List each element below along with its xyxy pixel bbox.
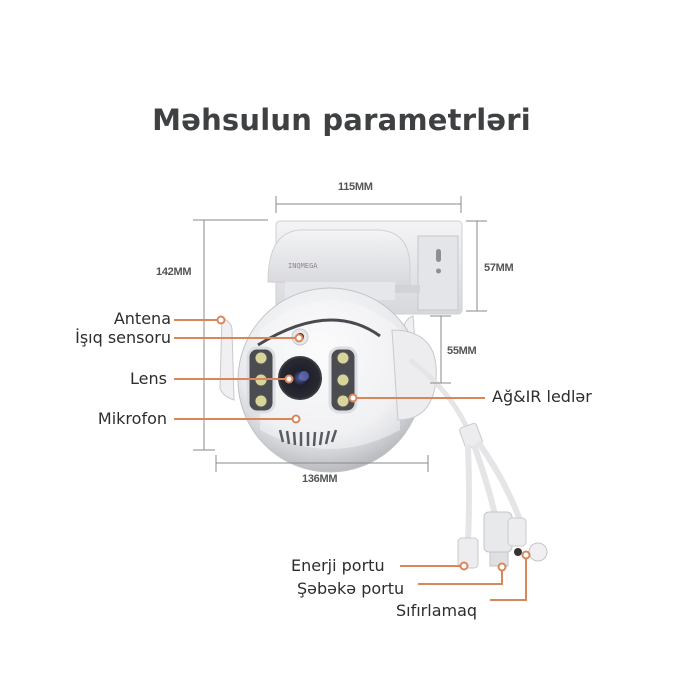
page-title: Məhsulun parametrləri [152,103,531,137]
label-antenna: Antena [113,309,171,328]
label-light-sensor: İşıq sensoru [75,328,171,347]
dimension-bottom-width: 136MM [302,473,338,485]
dimension-top-width: 115MM [338,181,373,193]
label-network-port: Şəbəkə portu [297,579,405,598]
dimension-dome-gap: 55MM [447,345,477,357]
label-power-port: Enerji portu [291,556,385,575]
label-leds: Ağ&IR ledlər [492,387,592,406]
svg-text:INQMEGA: INQMEGA [288,262,318,270]
label-lens: Lens [130,369,167,388]
dimension-mount-height: 57MM [484,262,514,274]
label-reset: Sıfırlamaq [396,601,478,620]
label-microphone: Mikrofon [97,409,167,428]
dimension-total-height: 142MM [156,266,192,278]
